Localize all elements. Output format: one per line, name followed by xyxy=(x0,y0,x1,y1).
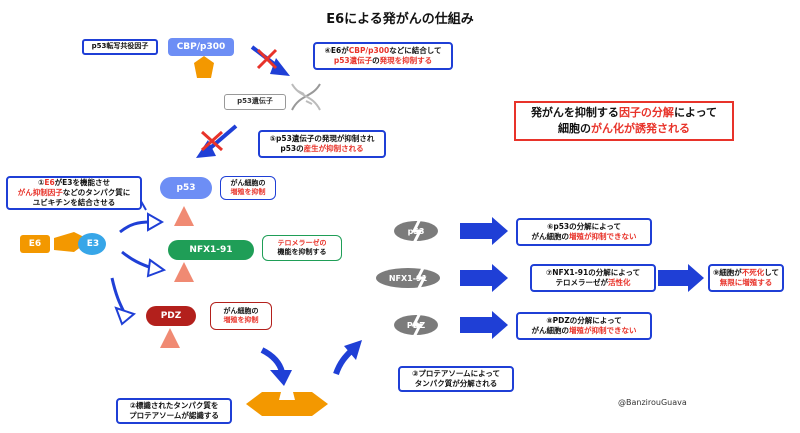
triangle-pdz xyxy=(160,328,180,348)
p53-role-bubble: がん細胞の 増殖を抑制 xyxy=(220,176,276,200)
triangle-nfx1 xyxy=(174,262,194,282)
p53-protein: p53 xyxy=(160,177,212,199)
note-6: ⑥p53の分解によって がん細胞の増殖が抑制できない xyxy=(516,218,652,246)
nfx1-degraded-label: NFX1-91 xyxy=(388,273,428,283)
arrow-to-proteasome xyxy=(260,347,292,386)
pdz-protein: PDZ xyxy=(146,306,196,326)
note-7: ⑦NFX1-91の分解によって テロメラーゼが活性化 xyxy=(530,264,656,292)
cbp-p300-label: CBP/p300 xyxy=(176,42,226,52)
cbp-p300-bar xyxy=(168,38,234,56)
pdz-degraded-label: PDZ xyxy=(406,320,426,330)
arrow-8 xyxy=(460,311,508,339)
note-3: ③プロテアソームによって タンパク質が分解される xyxy=(398,366,514,392)
note-2: ②標識されたタンパク質を プロテアソームが認識する xyxy=(116,398,232,424)
arrow-7 xyxy=(460,264,508,292)
blocked-arrow-top xyxy=(250,45,290,76)
e3-ellipse xyxy=(78,233,106,255)
arrow-from-proteasome xyxy=(333,340,362,376)
note-9: ⑨細胞が不死化して 無限に増殖する xyxy=(708,264,784,292)
nfx1-protein: NFX1-91 xyxy=(168,240,254,260)
e6-label: E6 xyxy=(28,239,42,249)
proteasome xyxy=(246,392,328,416)
e6-pentagon-top xyxy=(194,56,214,78)
nfx1-role-bubble: テロメラーゼの 機能を抑制する xyxy=(262,235,342,261)
e3-label: E3 xyxy=(86,239,100,249)
nfx1-degraded-ellipse xyxy=(376,268,440,288)
p53-cofactor-label: p53転写共役因子 xyxy=(82,39,158,55)
p53-degraded-label: p53 xyxy=(407,226,425,236)
note-8: ⑧PDZの分解によって がん細胞の増殖が抑制できない xyxy=(516,312,652,340)
page-title: E6による発がんの仕組み xyxy=(326,12,474,27)
dna-icon xyxy=(291,83,321,111)
e6-box xyxy=(20,235,50,253)
arrow-6 xyxy=(460,217,508,245)
blocked-arrow-mid xyxy=(196,124,238,158)
note-5: ⑤p53遺伝子の発現が抑制され p53の産生が抑制される xyxy=(258,130,386,158)
arrows-e3 xyxy=(110,220,153,313)
arrow-9 xyxy=(658,264,704,292)
p53-gene-label: p53遺伝子 xyxy=(224,94,286,110)
summary-box: 発がんを抑制する因子の分解によって 細胞のがん化が誘発される xyxy=(514,101,734,141)
pdz-role-bubble: がん細胞の 増殖を抑制 xyxy=(210,302,272,330)
note-1: ①E6がE3を機能させ がん抑制因子などのタンパク質に ユビキチンを結合させる xyxy=(6,176,142,210)
e6-connector xyxy=(54,232,90,252)
triangle-p53 xyxy=(174,206,194,226)
credit-text: @BanzirouGuava xyxy=(618,398,687,407)
note-4: ④E6がCBP/p300などに結合して p53遺伝子の発現を抑制する xyxy=(313,42,453,70)
